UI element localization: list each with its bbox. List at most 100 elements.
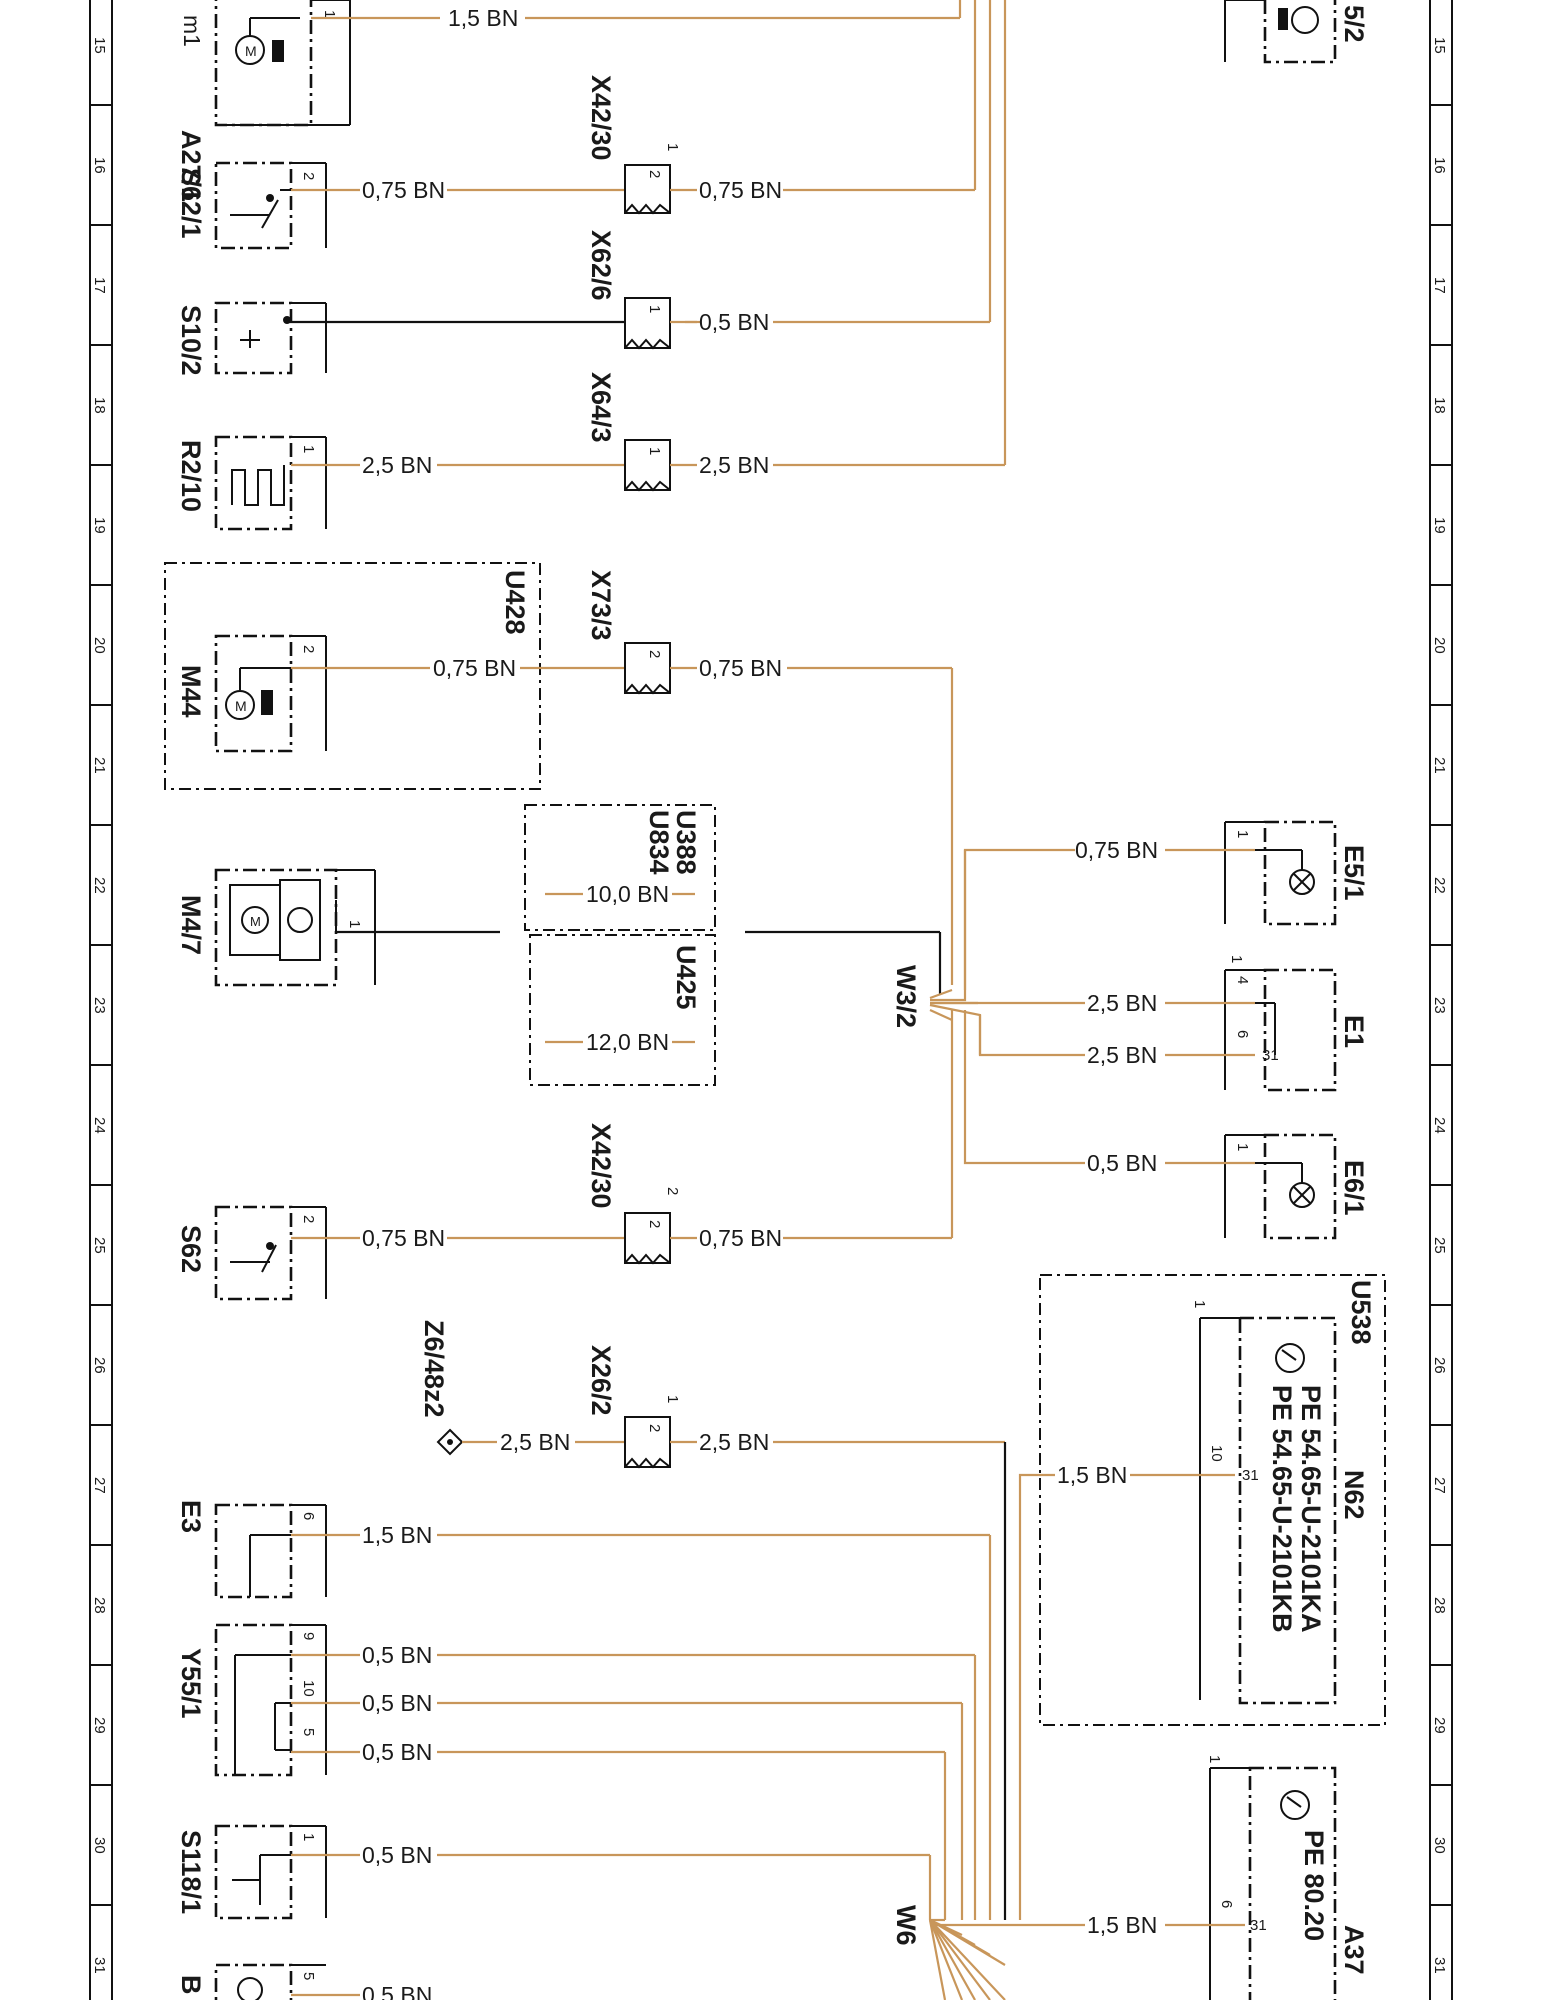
zone-label-left: 25 [91,1237,108,1254]
wire-label-a27-1: 1,5 BN [448,5,518,31]
component-e5-1: 1 E5/1 [1224,820,1369,926]
label-a37: A37 [1339,1925,1369,1975]
label-s62: S62 [176,1225,206,1273]
pin-e1-a: 4 [1234,976,1251,984]
component-s62-1: 2 S62/1 [176,161,327,250]
wire-label-e3: 1,5 BN [362,1522,432,1548]
component-e3: 6 E3 [176,1500,327,1599]
wire-label-m44: 0,75 BN [433,655,516,681]
zone-label-left: 20 [91,637,108,654]
zone-label-right: 24 [1431,1117,1448,1134]
component-e5-2: 5/2 [1224,0,1369,64]
zone-label-left: 23 [91,997,108,1014]
wire-label-e5-1: 0,75 BN [1075,837,1158,863]
label-x64-3: X64/3 [586,372,616,443]
label-x42-30-a: X42/30 [586,75,616,161]
component-e6-1: 1 E6/1 [1224,1133,1369,1240]
pin-x73-3: 2 [646,650,663,658]
zone-label-right: 31 [1431,1957,1448,1974]
wire-label-a37: 1,5 BN [1087,1912,1157,1938]
label-w3-2: W3/2 [891,965,921,1028]
wire-s118-1: 0,5 BN [291,1842,932,1920]
wire-label-x62-6: 0,5 BN [699,309,769,335]
pin-s62-1: 2 [300,172,317,180]
component-u538: U538 [1039,1274,1386,1726]
zone-label-left: 29 [91,1717,108,1734]
zone-label-right: 18 [1431,397,1448,414]
wire-y55-1-c: 0,5 BN [291,1739,947,1920]
svg-text:M: M [250,914,261,929]
component-b: 5 B [176,1963,326,2000]
label-s62-1: S62/1 [176,168,206,239]
wire-e6-1: 0,5 BN [963,1010,1255,1176]
splice-w3-2: W3/2 [891,850,982,1055]
splice-w6: W6 [891,1905,1006,2000]
wire-label-x64-3: 2,5 BN [699,452,769,478]
component-m44: M 2 M44 [176,634,327,753]
wire-label-x42-30-b: 0,75 BN [699,1225,782,1251]
pin-a37: 6 [1218,1900,1235,1908]
component-u428: U428 [164,562,541,790]
zone-label-right: 19 [1431,517,1448,534]
label-w6: W6 [891,1905,921,1946]
wire-label-u388: 10,0 BN [586,881,669,907]
component-u388-u834: U388 U834 U425 [524,804,716,1086]
label-u428: U428 [500,570,530,635]
label-x26-2: X26/2 [586,1345,616,1416]
pin-x62-6: 1 [646,305,663,313]
label-u538: U538 [1346,1280,1376,1345]
label-s10-2: S10/2 [176,305,206,376]
wire-label-x73-3: 0,75 BN [699,655,782,681]
pin-x26-2: 2 [646,1424,663,1432]
connector-x64-3: 1 X64/3 [586,372,671,492]
pin-s62: 2 [300,1215,317,1223]
pin-m4-7: 1 [346,920,363,928]
wire-e1-b: 2,5 BN [978,1015,1255,1068]
wire-label-s62: 0,75 BN [362,1225,445,1251]
wire-label-x42-30-a: 0,75 BN [699,177,782,203]
label-e3: E3 [176,1500,206,1533]
wire-u425: 12,0 BN [545,1029,695,1055]
component-a27-1: M 1 A27/1 m1 [176,0,351,202]
label-e5-1: E5/1 [1339,845,1369,901]
zone-label-right: 23 [1431,997,1448,1014]
pin-y55-1-a: 9 [300,1632,317,1640]
wire-x62-6: 0,5 BN [670,0,992,335]
pin-e1-b: 6 [1234,1030,1251,1038]
label-y55-1: Y55/1 [176,1648,206,1719]
label-e6-1: E6/1 [1339,1160,1369,1216]
zone-label-left: 27 [91,1477,108,1494]
component-s62: 2 S62 [176,1205,327,1301]
wire-label-b: 0,5 BN [362,1982,432,2000]
component-s118-1: 1 S118/1 [176,1824,327,1920]
wire-label-x26-2: 2,5 BN [699,1429,769,1455]
svg-text:M: M [235,698,247,714]
pin-r2-10: 1 [300,445,317,453]
a37-ref-1: PE 80.20 [1299,1830,1329,1941]
wire-n62: 1,5 BN [1018,1462,1235,1920]
wire-x64-3: 2,5 BN [670,0,1007,478]
wire-e3: 1,5 BN [291,1522,992,1920]
wire-label-e1-b: 2,5 BN [1087,1042,1157,1068]
zone-label-right: 21 [1431,757,1448,774]
prefix-a27-1: m1 [179,15,205,47]
pin-e1-31: 31 [1262,1047,1279,1064]
component-e1: 4 6 31 1 E1 [1224,955,1369,1092]
label-e5-2: 5/2 [1339,5,1369,43]
zone-label-right: 17 [1431,277,1448,294]
component-n62: 10 31 1 N62 PE 54.65-U-2101KA PE 54.65-U… [1191,1300,1369,1705]
wire-s62: 0,75 BN [291,1225,625,1251]
label-m44: M44 [176,665,206,718]
num-x42-30-a: 1 [664,143,681,151]
wire-x42-30-b: 0,75 BN [670,1010,954,1251]
num-a37: 1 [1206,1755,1223,1763]
zone-label-right: 22 [1431,877,1448,894]
zone-label-right: 15 [1431,37,1448,54]
wire-label-y55-1-a: 0,5 BN [362,1642,432,1668]
label-s118-1: S118/1 [176,1830,206,1914]
label-e1: E1 [1339,1015,1369,1048]
wire-b: 0,5 BN [291,1982,432,2000]
pin-n62-31: 31 [1242,1467,1259,1484]
